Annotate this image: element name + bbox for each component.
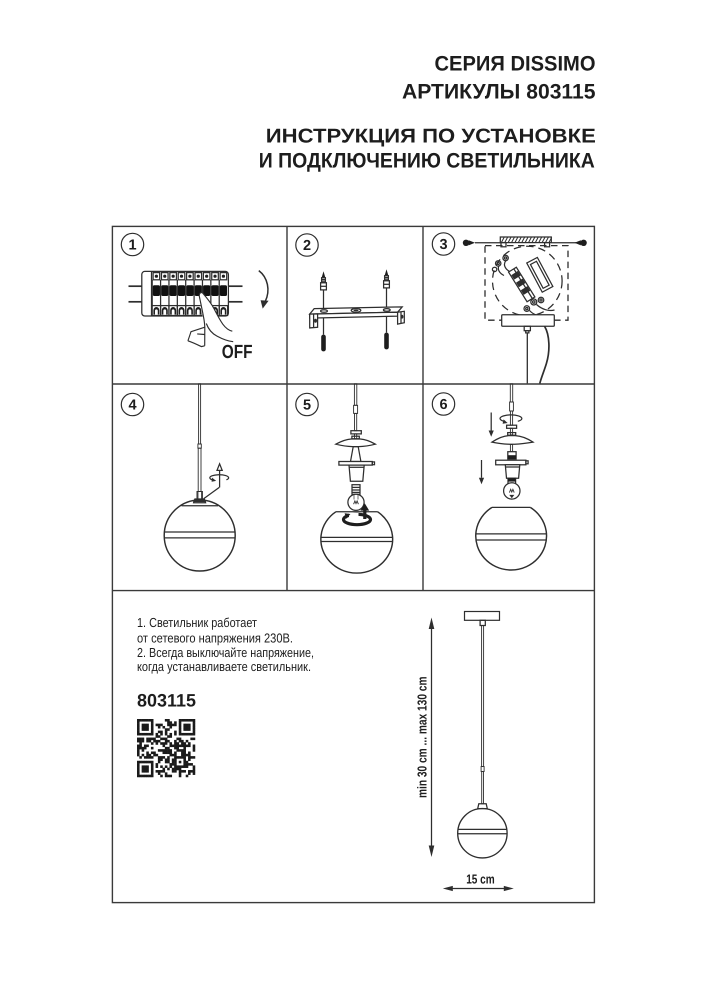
pointing-hand-icon (187, 291, 234, 348)
off-label: OFF (222, 342, 253, 363)
screw-bulb-arrow-icon (341, 503, 373, 527)
step-4-number: 4 (128, 398, 136, 414)
pendant-dimensions-drawing: min 30 cm ... max 130 cm 15 cm (415, 610, 514, 892)
note-line-3: 2. Всегда выключайте напряжение, (137, 645, 314, 660)
bulb-screw-in-icon (320, 383, 394, 574)
pendant-assembly-lower-icon (475, 383, 548, 571)
step-2-number: 2 (303, 238, 311, 254)
instruction-title-line1: ИНСТРУКЦИЯ ПО УСТАНОВКЕ (266, 126, 596, 148)
note-line-4: когда устанавливаете светильник. (137, 659, 311, 674)
step-1-badge: 1 (120, 232, 145, 257)
canopy-wiring-detail-icon (462, 236, 587, 384)
height-dimension: min 30 cm ... max 130 cm (415, 617, 435, 857)
step-2-badge: 2 (295, 233, 319, 257)
grid-outer-border (111, 225, 596, 904)
instruction-title-line2: И ПОДКЛЮЧЕНИЮ СВЕТИЛЬНИКА (259, 149, 595, 172)
step-3-badge: 3 (431, 232, 456, 256)
step-3-number: 3 (439, 237, 447, 253)
step-1-number: 1 (128, 238, 136, 254)
circuit-breaker-off-icon: OFF (128, 270, 269, 363)
width-label: 15 cm (466, 872, 495, 887)
bulb-icon (502, 477, 521, 500)
unscrew-rod-icon (499, 414, 523, 424)
step-5-badge: 5 (295, 392, 319, 417)
step-6-badge: 6 (431, 392, 456, 416)
note-line-2: от сетевого напряжения 230В. (137, 630, 293, 645)
pendant-unscrew-cap-icon (163, 383, 236, 572)
steps-grid (111, 225, 596, 904)
canopy-side-screws (462, 239, 587, 246)
series-title: СЕРИЯ DISSIMO (435, 53, 596, 76)
light-bulb-icon (347, 484, 365, 512)
unscrew-rotation-icon (203, 462, 230, 500)
move-down-arrow-icons (478, 412, 494, 485)
height-range-label: min 30 cm ... max 130 cm (415, 677, 430, 799)
articles-title: АРТИКУЛЫ 803115 (402, 80, 596, 103)
step-5-number: 5 (303, 398, 311, 414)
step-number-badges: 1 2 3 4 5 6 (120, 232, 456, 417)
note-line-1: 1. Светильник работает (137, 615, 257, 630)
notes: 1. Светильник работает от сетевого напря… (137, 615, 314, 710)
step-6-number: 6 (439, 397, 447, 413)
qr-code-icon (137, 719, 196, 778)
header: СЕРИЯ DISSIMO АРТИКУЛЫ 803115 ИНСТРУКЦИЯ… (259, 53, 596, 173)
article-number: 803115 (137, 691, 196, 711)
rotate-off-arrow-icon (258, 270, 269, 309)
mounting-bracket-screws-icon (308, 268, 405, 353)
width-dimension: 15 cm (442, 872, 514, 892)
step-4-badge: 4 (120, 392, 145, 417)
